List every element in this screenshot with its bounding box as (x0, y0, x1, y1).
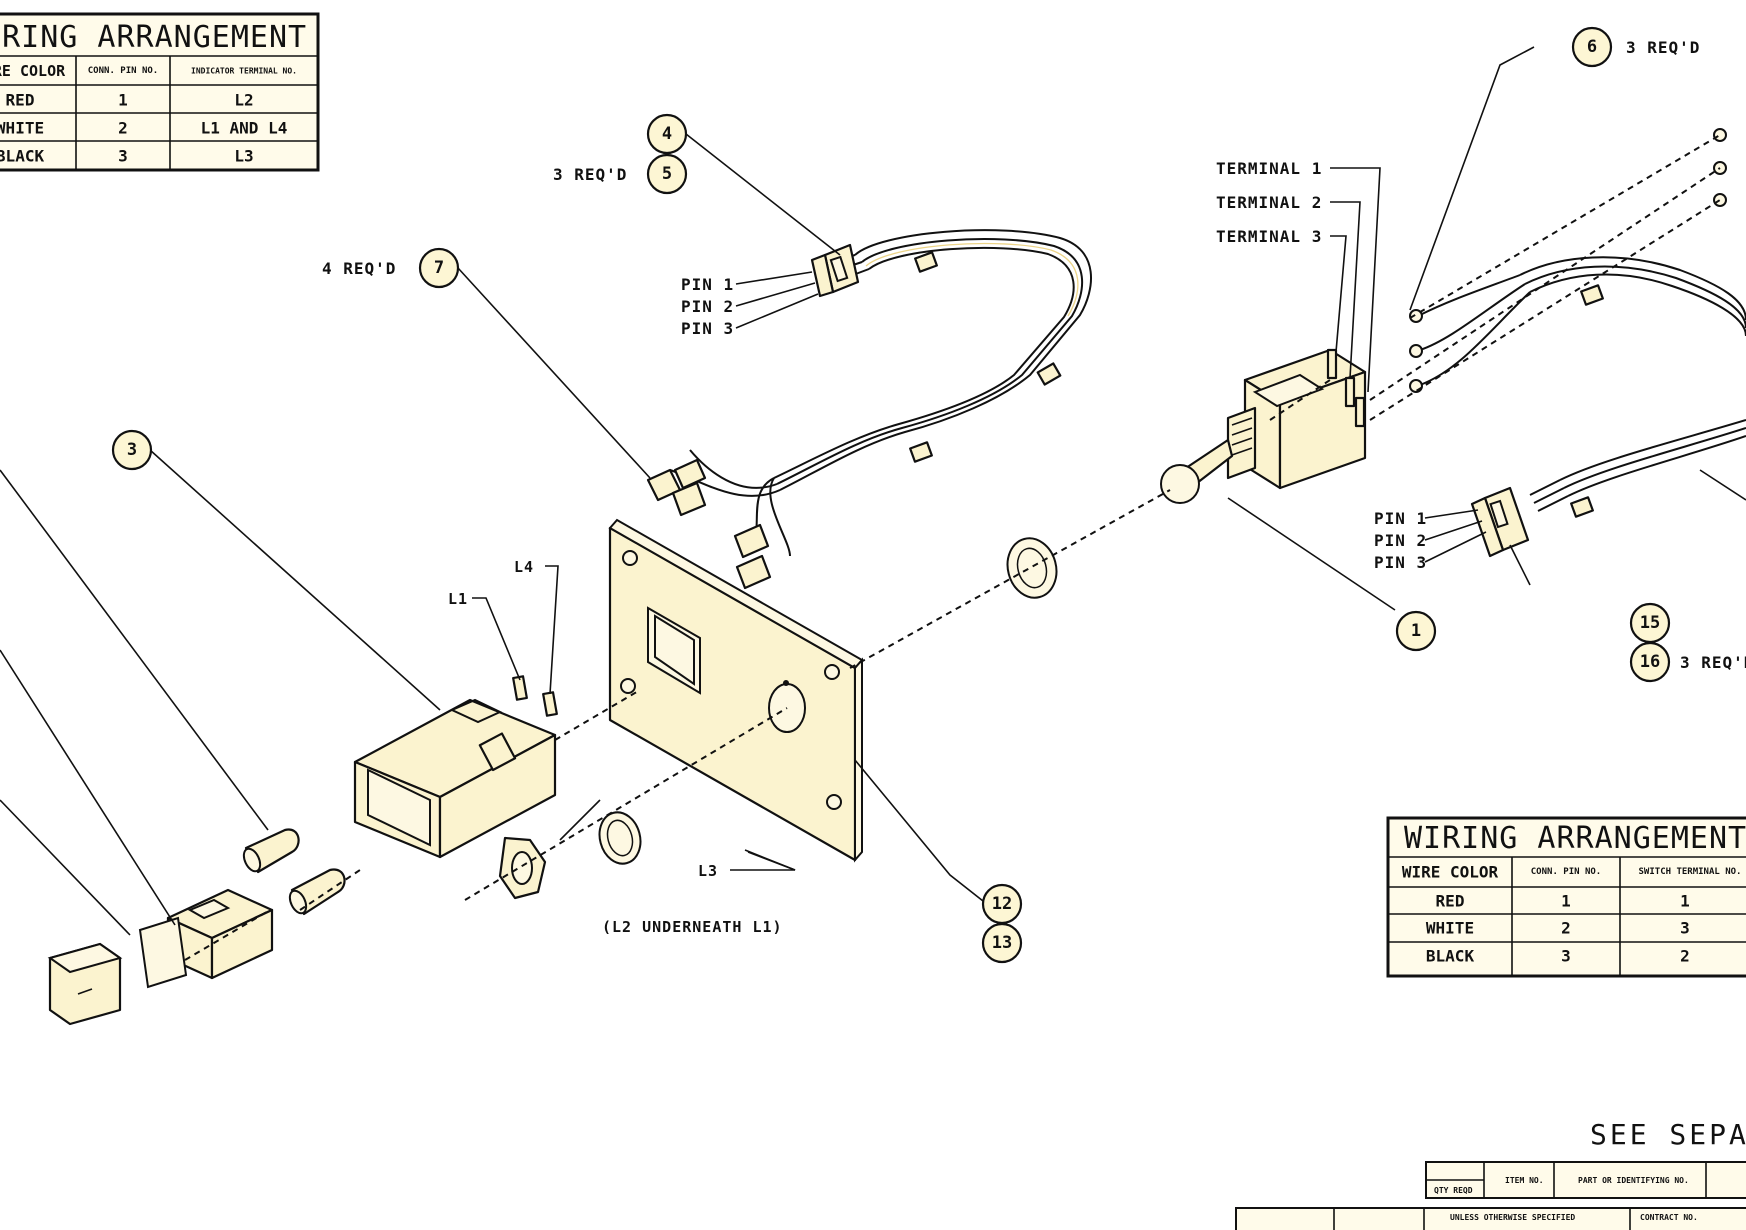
lamp-bulbs (242, 828, 346, 916)
right-connector (1470, 486, 1530, 558)
balloon-1-label: 1 (1411, 621, 1421, 641)
balloon-1: 1 (1395, 610, 1437, 652)
left-wire-harness (646, 229, 1092, 590)
right-pin-1-label: PIN 1 (1374, 509, 1427, 528)
terminal-3-label: TERMINAL 3 (1216, 227, 1322, 246)
table-cell: L3 (234, 147, 253, 166)
table-cell: BLACK (1426, 947, 1475, 966)
table-cell: L2 (234, 91, 253, 110)
balloon-7: 7 (418, 247, 460, 289)
l2-note: (L2 UNDERNEATH L1) (602, 918, 783, 936)
left-pin-1-label: PIN 1 (681, 275, 734, 294)
terminal-2-label: TERMINAL 2 (1216, 193, 1322, 212)
table-cell: 1 (1561, 892, 1571, 911)
balloon-12-label: 12 (992, 894, 1012, 914)
balloon-12: 12 (981, 883, 1023, 925)
quick-connect-terminals (646, 458, 772, 590)
indicator-housing (353, 675, 558, 859)
leader-lines (0, 46, 1746, 936)
table-cell: WHITE (1426, 919, 1474, 938)
l1-label: L1 (448, 590, 468, 608)
table-cell: 3 (118, 147, 128, 166)
table-cell: 2 (1561, 919, 1571, 938)
title-block-contract: CONTRACT NO. (1640, 1213, 1698, 1222)
see-separate-note: SEE SEPA (1590, 1118, 1746, 1151)
balloon-13-label: 13 (992, 933, 1012, 953)
title-block-note: UNLESS OTHERWISE SPECIFIED (1450, 1213, 1575, 1222)
balloon-4-label: 4 (662, 124, 672, 144)
wiring-table-right-title: WIRING ARRANGEMENT (1404, 821, 1746, 856)
lock-washer (598, 811, 642, 865)
balloon-7-label: 7 (434, 258, 444, 278)
title-block-qty: QTY REQD (1434, 1186, 1473, 1195)
balloon-16: 16 (1629, 641, 1671, 683)
title-block: QTY REQD ITEM NO. PART OR IDENTIFYING NO… (1235, 1161, 1746, 1230)
left-pin-3-label: PIN 3 (681, 319, 734, 338)
right-pin-2-label: PIN 2 (1374, 531, 1427, 550)
balloon-16-label: 16 (1640, 652, 1660, 672)
wiring-table-left-header-pin: CONN. PIN NO. (88, 66, 158, 76)
table-cell: BLACK (0, 147, 44, 166)
table-cell: L1 AND L4 (201, 119, 288, 138)
wiring-table-right: WIRING ARRANGEMENT WIRE COLOR CONN. PIN … (1386, 816, 1746, 978)
req-label-16: 3 REQ'D (1680, 653, 1746, 672)
title-block-part: PART OR IDENTIFYING NO. (1578, 1176, 1689, 1185)
assembly-centerlines (184, 134, 1721, 961)
wiring-table-left-title: WIRING ARRANGEMENT (0, 20, 307, 55)
wiring-table-right-header-pin: CONN. PIN NO. (1531, 867, 1601, 877)
switch-washer (1006, 537, 1058, 599)
balloon-3-label: 3 (127, 440, 137, 460)
wiring-table-left-header-terminal: INDICATOR TERMINAL NO. (191, 67, 297, 76)
balloon-6: 6 (1571, 26, 1613, 68)
balloon-5-label: 5 (662, 164, 672, 184)
table-cell: RED (1436, 892, 1465, 911)
balloon-15: 15 (1629, 602, 1671, 644)
balloon-5: 5 (646, 153, 688, 195)
table-cell: 3 (1680, 919, 1690, 938)
left-pin-2-label: PIN 2 (681, 297, 734, 316)
terminal-1-label: TERMINAL 1 (1216, 159, 1322, 178)
table-cell: 1 (118, 91, 128, 110)
req-label-5: 3 REQ'D (553, 165, 627, 184)
req-label-6: 3 REQ'D (1626, 38, 1700, 57)
wiring-table-right-header-terminal: SWITCH TERMINAL NO. (1639, 867, 1742, 877)
panel-plate (608, 518, 864, 863)
table-cell: 2 (118, 119, 128, 138)
balloon-4: 4 (646, 113, 688, 155)
wiring-table-left: WIRING ARRANGEMENT WIRE COLOR CONN. PIN … (0, 12, 320, 172)
hex-nut (498, 836, 547, 900)
title-block-item: ITEM NO. (1505, 1176, 1544, 1185)
balloon-3: 3 (111, 429, 153, 471)
l4-label: L4 (514, 558, 534, 576)
table-cell: 2 (1680, 947, 1690, 966)
left-connector (810, 243, 860, 298)
table-cell: WHITE (0, 119, 44, 138)
balloon-15-label: 15 (1640, 613, 1660, 633)
toggle-switch (1160, 348, 1367, 504)
right-wire-harness (1409, 128, 1746, 558)
balloon-6-label: 6 (1587, 37, 1597, 57)
lens-cap (47, 942, 123, 1026)
table-cell: 3 (1561, 947, 1571, 966)
balloon-13: 13 (981, 922, 1023, 964)
wiring-table-left-header-wire-color: WIRE COLOR (0, 62, 66, 80)
right-pin-3-label: PIN 3 (1374, 553, 1427, 572)
wiring-table-right-header-wire-color: WIRE COLOR (1402, 863, 1499, 882)
table-cell: 1 (1680, 892, 1690, 911)
lens-filter (138, 916, 188, 989)
l3-label: L3 (698, 862, 718, 880)
req-label-7: 4 REQ'D (322, 259, 396, 278)
table-cell: RED (6, 91, 35, 110)
